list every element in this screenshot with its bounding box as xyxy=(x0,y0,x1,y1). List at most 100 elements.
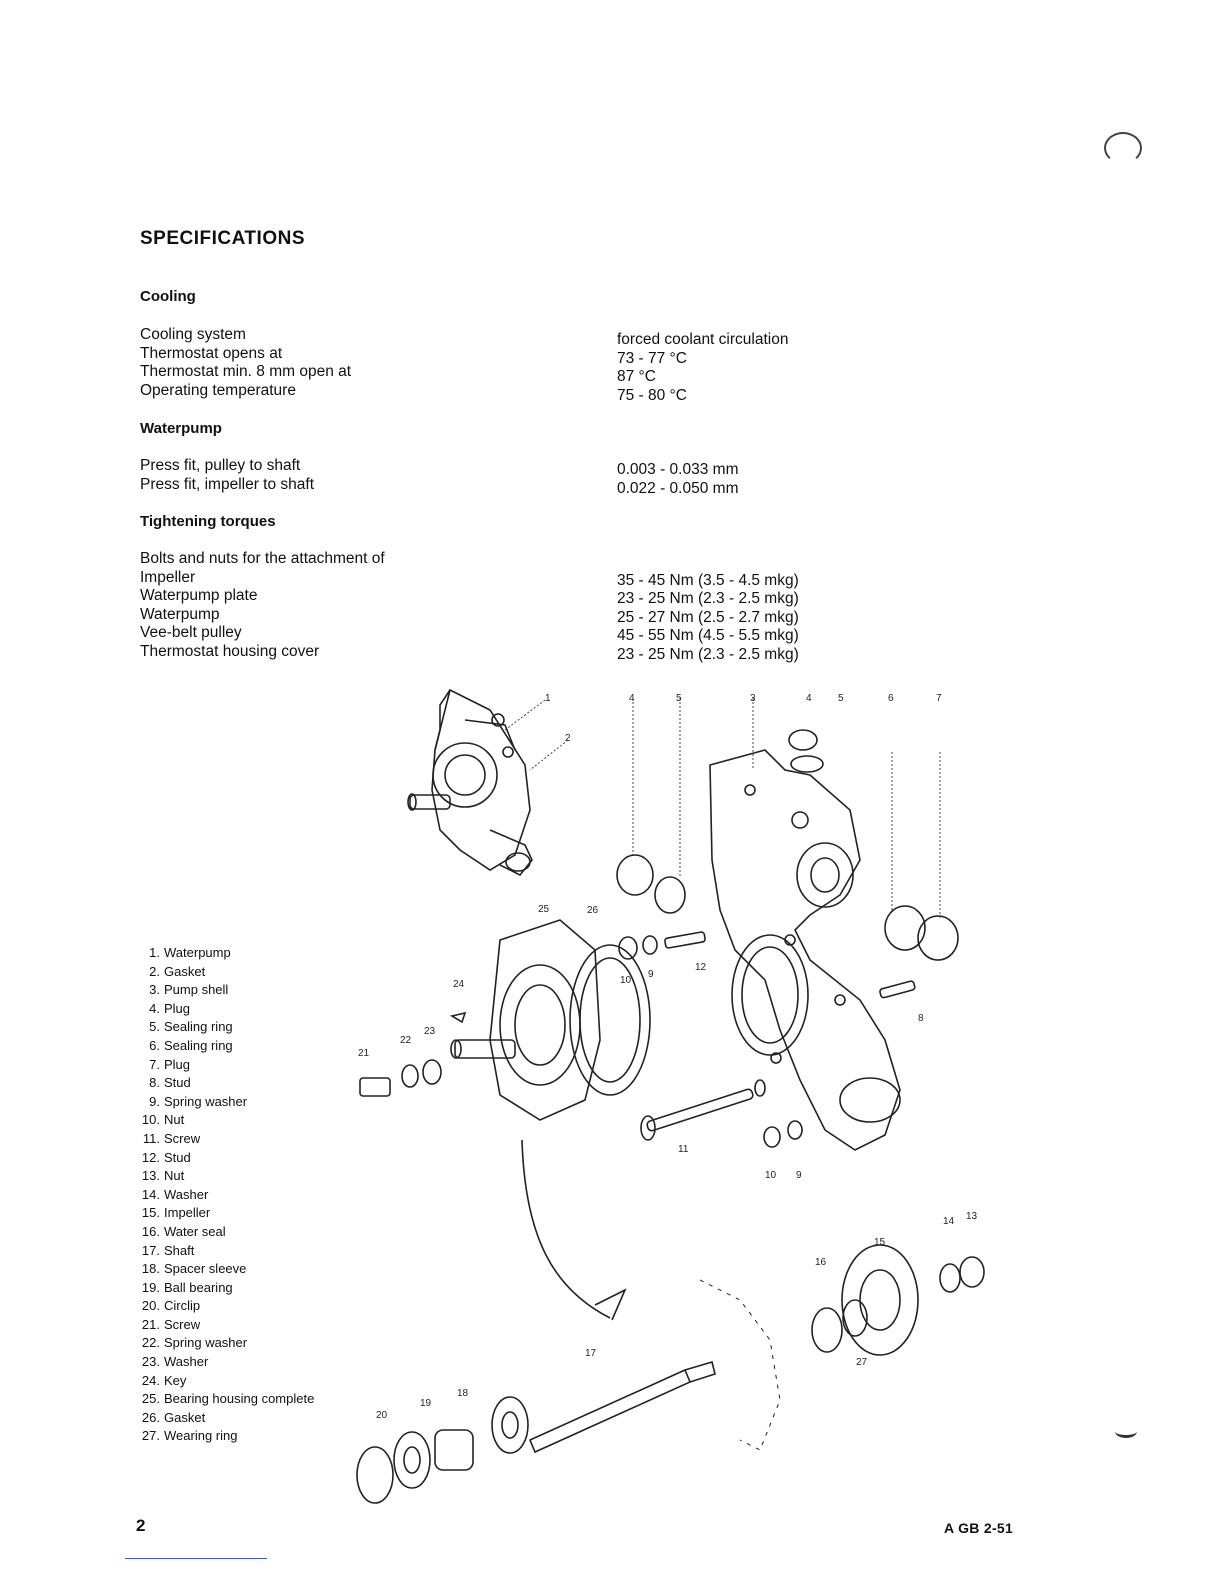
legend-item: 18.Spacer sleeve xyxy=(141,1261,247,1277)
legend-item: 19.Ball bearing xyxy=(141,1279,233,1295)
legend-item: 5.Sealing ring xyxy=(149,1019,233,1035)
legend-item: 25.Bearing housing complete xyxy=(141,1391,315,1407)
legend-item: 13.Nut xyxy=(141,1168,185,1184)
washer-drawing xyxy=(422,1059,442,1085)
sealing-ring-drawing xyxy=(654,876,686,914)
plug-right-drawing xyxy=(917,915,959,961)
callout: 8 xyxy=(918,1013,924,1024)
waterpump-values: 0.003 - 0.033 mm 0.022 - 0.050 mm xyxy=(617,461,738,498)
callout: 21 xyxy=(358,1048,370,1059)
spec-label: Thermostat housing cover xyxy=(140,642,320,660)
spec-value xyxy=(617,553,799,572)
sealing-ring-right-drawing xyxy=(884,905,926,951)
parts-legend: 1.Waterpump 2.Gasket 3.Pump shell 4.Plug… xyxy=(138,944,314,1446)
spec-label: Operating temperature xyxy=(140,381,296,399)
torques-values: 35 - 45 Nm (3.5 - 4.5 mkg) 23 - 25 Nm (2… xyxy=(617,553,799,665)
callout: 22 xyxy=(400,1035,412,1046)
spec-label: Thermostat min. 8 mm open at xyxy=(140,363,352,381)
spec-value: 25 - 27 Nm (2.5 - 2.7 mkg) xyxy=(617,608,799,626)
callout: 10 xyxy=(765,1170,777,1181)
callout: 27 xyxy=(856,1357,868,1368)
legend-item: 16.Water seal xyxy=(141,1223,226,1239)
waterpump-exploded-diagram: 1 2 4 5 3 4 5 6 7 8 9 10 12 11 10 9 21 2… xyxy=(356,688,985,1504)
callout: 4 xyxy=(806,693,812,704)
spec-label: Waterpump plate xyxy=(140,587,258,605)
spec-value: 0.022 - 0.050 mm xyxy=(617,479,739,497)
callout: 9 xyxy=(648,969,654,980)
page-title: SPECIFICATIONS xyxy=(140,228,305,249)
spec-value: 73 - 77 °C xyxy=(617,349,687,367)
legend-item: 20.Circlip xyxy=(141,1298,201,1314)
callout: 5 xyxy=(676,693,682,704)
callout: 1 xyxy=(545,693,551,704)
scan-mark xyxy=(1104,132,1142,164)
spec-label: Vee-belt pulley xyxy=(140,624,242,642)
assembled-waterpump-drawing xyxy=(407,688,533,877)
spec-value: 35 - 45 Nm (3.5 - 4.5 mkg) xyxy=(617,571,799,589)
callout: 11 xyxy=(678,1144,689,1155)
water-seal-drawing xyxy=(811,1307,843,1353)
pump-shell-drawing xyxy=(709,749,901,1151)
callout: 17 xyxy=(585,1348,597,1359)
legend-item: 12.Stud xyxy=(141,1149,191,1165)
legend-item: 11.Screw xyxy=(142,1130,201,1146)
legend-item: 22.Spring washer xyxy=(141,1335,248,1351)
scan-mark xyxy=(1115,1425,1137,1438)
callout: 20 xyxy=(376,1410,388,1421)
callout: 24 xyxy=(453,979,465,990)
spec-value: 87 °C xyxy=(617,368,656,386)
legend-item: 6.Sealing ring xyxy=(149,1037,233,1053)
legend-item: 14.Washer xyxy=(141,1186,209,1202)
callout: 7 xyxy=(936,693,942,704)
spec-label: Thermostat opens at xyxy=(140,344,283,362)
sealing-ring-top-drawing xyxy=(790,755,824,773)
spec-label: Waterpump xyxy=(140,605,220,623)
legend-item: 7.Plug xyxy=(149,1056,191,1072)
spec-value: 23 - 25 Nm (2.3 - 2.5 mkg) xyxy=(617,645,799,663)
callout: 6 xyxy=(888,693,894,704)
callout: 18 xyxy=(457,1388,469,1399)
legend-item: 27.Wearing ring xyxy=(141,1428,238,1444)
spec-label: Cooling system xyxy=(140,326,246,343)
spec-value: 45 - 55 Nm (4.5 - 5.5 mkg) xyxy=(617,627,799,645)
legend-item: 2.Gasket xyxy=(149,963,206,979)
page-number: 2 xyxy=(136,1516,146,1535)
plug-top-drawing xyxy=(788,729,818,751)
cooling-values: forced coolant circulation 73 - 77 °C 87… xyxy=(617,331,788,405)
spec-label: Impeller xyxy=(140,568,196,586)
legend-item: 21.Screw xyxy=(141,1316,201,1332)
ball-bearing-drawing xyxy=(491,1396,529,1454)
callout: 2 xyxy=(565,733,571,744)
shaft-drawing xyxy=(528,1368,692,1454)
callout: 15 xyxy=(874,1237,886,1248)
legend-item: 17.Shaft xyxy=(141,1242,195,1258)
footer-rule xyxy=(125,1558,267,1559)
waterpump-labels: Press fit, pulley to shaft Press fit, im… xyxy=(140,457,314,494)
plug-drawing xyxy=(616,854,654,896)
legend-item: 3.Pump shell xyxy=(149,982,229,998)
wearing-ring-drawing xyxy=(842,1299,868,1337)
legend-item: 10.Nut xyxy=(141,1112,185,1128)
spec-value: 75 - 80 °C xyxy=(617,386,687,404)
waterpump-heading: Waterpump xyxy=(140,420,222,437)
callout: 16 xyxy=(815,1257,827,1268)
legend-item: 26.Gasket xyxy=(141,1409,206,1425)
bearing-housing-drawing xyxy=(450,919,651,1121)
diagram-callouts: 1 2 4 5 3 4 5 6 7 8 9 10 12 11 10 9 21 2… xyxy=(358,693,978,1421)
legend-item: 1.Waterpump xyxy=(149,945,231,960)
legend-item: 8.Stud xyxy=(149,1075,191,1091)
spec-label: Press fit, pulley to shaft xyxy=(140,457,301,474)
legend-item: 4.Plug xyxy=(149,1000,191,1016)
callout: 14 xyxy=(943,1216,955,1227)
spring-washer-drawing xyxy=(401,1064,419,1088)
cooling-labels: Cooling system Thermostat opens at Therm… xyxy=(140,326,351,400)
legend-item: 24.Key xyxy=(141,1372,187,1388)
callout: 26 xyxy=(587,905,599,916)
callout: 3 xyxy=(750,693,756,704)
screw-drawing xyxy=(359,1077,391,1097)
spec-label: Press fit, impeller to shaft xyxy=(140,475,315,493)
callout: 4 xyxy=(629,693,635,704)
document-reference: A GB 2-51 xyxy=(944,1520,1014,1536)
spec-value: 23 - 25 Nm (2.3 - 2.5 mkg) xyxy=(617,590,799,608)
callout: 12 xyxy=(695,962,707,973)
